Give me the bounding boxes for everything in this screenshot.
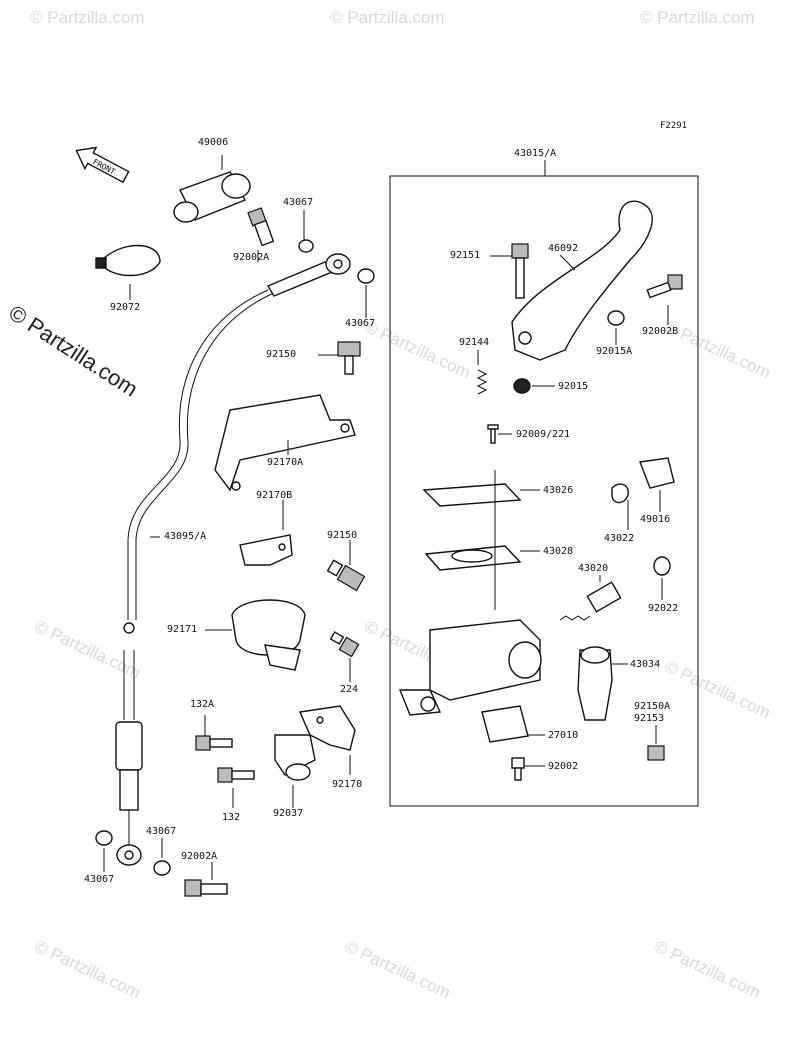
callout-92022: 92022 xyxy=(648,603,679,614)
callout-92151: 92151 xyxy=(450,250,481,261)
callout-92170: 92170 xyxy=(332,779,363,790)
callout-92171: 92171 xyxy=(167,624,198,635)
callout-92002: 92002 xyxy=(548,761,579,772)
callout-92015: 92015 xyxy=(558,381,589,392)
callout-27010: 27010 xyxy=(548,730,579,741)
callout-43095: 43095/A xyxy=(164,531,207,542)
callout-43067: 43067 xyxy=(84,874,115,885)
callout-92144: 92144 xyxy=(459,337,490,348)
callout-92002b: 92002B xyxy=(642,326,679,337)
callout-92150a: 92150A xyxy=(634,701,671,712)
callout-43026: 43026 xyxy=(543,485,574,496)
front-arrow-icon: FRONT xyxy=(75,146,130,184)
callout-92002a: 92002A xyxy=(181,851,218,862)
callout-92002a: 92002A xyxy=(233,252,270,263)
callout-43028: 43028 xyxy=(543,546,574,557)
callout-43067: 43067 xyxy=(345,318,376,329)
callout-132: 132 xyxy=(222,812,241,823)
callout-92150: 92150 xyxy=(266,349,297,360)
callout-43034: 43034 xyxy=(630,659,661,670)
callout-92037: 92037 xyxy=(273,808,304,819)
callout-49016: 49016 xyxy=(640,514,671,525)
callout-49006: 49006 xyxy=(198,137,229,148)
callout-46092: 46092 xyxy=(548,243,579,254)
watermark: © Partzilla.com xyxy=(30,8,145,27)
callout-43067: 43067 xyxy=(283,197,314,208)
callout-92170b: 92170B xyxy=(256,490,293,501)
callout-43020: 43020 xyxy=(578,563,609,574)
watermark: © Partzilla.com xyxy=(640,8,755,27)
callout-43022: 43022 xyxy=(604,533,635,544)
callout-92170a: 92170A xyxy=(267,457,304,468)
callout-43067: 43067 xyxy=(146,826,177,837)
callout-132a: 132A xyxy=(190,699,215,710)
callout-92150: 92150 xyxy=(327,530,358,541)
figure-code: F2291 xyxy=(660,121,688,131)
assembly-box xyxy=(389,175,699,807)
callout-43015: 43015/A xyxy=(514,148,557,159)
callout-92009: 92009/221 xyxy=(516,429,571,440)
callout-92153: 92153 xyxy=(634,713,665,724)
watermark: © Partzilla.com xyxy=(330,8,445,27)
callout-224: 224 xyxy=(340,684,359,695)
callout-92015a: 92015A xyxy=(596,346,633,357)
callout-92072: 92072 xyxy=(110,302,141,313)
